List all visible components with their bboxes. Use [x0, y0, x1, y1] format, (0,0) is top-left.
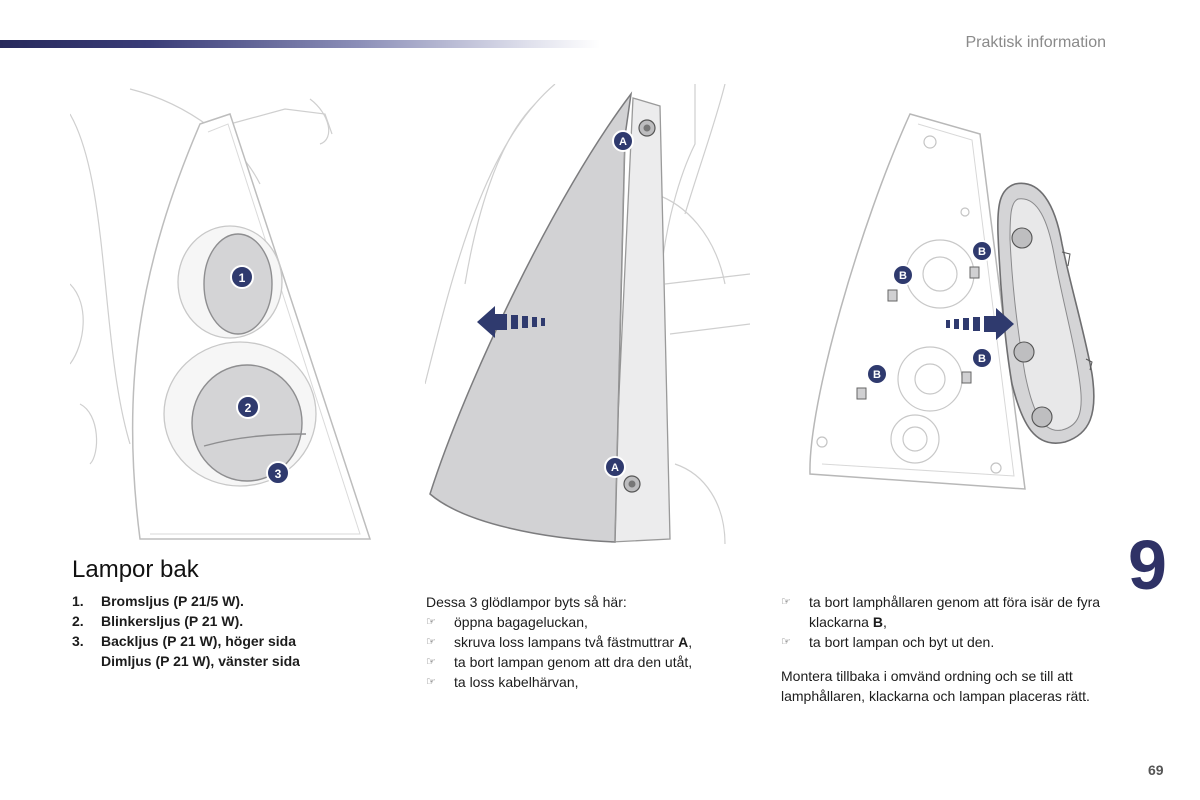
pointing-hand-icon: ☞: [426, 656, 436, 668]
step-text-end: ,: [688, 634, 693, 650]
step-list: ☞ öppna bagageluckan, ☞ skruva loss lamp…: [426, 612, 746, 692]
step-item: ☞ ta loss kabelhärvan,: [426, 672, 746, 692]
callout-badge: A: [604, 456, 626, 478]
step-item: ☞ ta bort lampan och byt ut den.: [781, 632, 1111, 652]
callout-badge: B: [971, 240, 993, 262]
callout-badge: 3: [266, 461, 290, 485]
step-item: ☞ skruva loss lampans två fästmuttrar A,: [426, 632, 746, 652]
step-text: ta bort lamphållaren genom att föra isär…: [809, 594, 1101, 630]
callout-badge: B: [866, 363, 888, 385]
lamp-removal-illustration: A A: [425, 84, 750, 544]
bulb-text: Blinkersljus (P 21 W).: [101, 613, 244, 629]
header-accent-bar: [0, 40, 600, 48]
bulb-text: Bromsljus (P 21/5 W).: [101, 593, 244, 609]
callout-label: B: [978, 246, 986, 258]
bulb-text: Dimljus (P 21 W), vänster sida: [101, 653, 300, 669]
bulb-text: Backljus (P 21 W), höger sida: [101, 633, 297, 649]
callout-label: A: [619, 136, 627, 148]
intro-text: Dessa 3 glödlampor byts så här:: [426, 594, 627, 610]
pointing-hand-icon: ☞: [426, 616, 436, 628]
callout-badge: B: [971, 347, 993, 369]
callout-label: A: [611, 462, 619, 474]
movement-arrow-right: [946, 308, 1014, 340]
bulb-number: 3.: [72, 633, 84, 649]
step-emphasis: A: [678, 634, 689, 650]
step-item: ☞ ta bort lampan genom att dra den utåt,: [426, 652, 746, 672]
step-text: öppna bagageluckan,: [454, 614, 588, 630]
callout-badge: 1: [230, 265, 254, 289]
callout-badge: 2: [236, 395, 260, 419]
lamp-holder-illustration: B B B B: [809, 113, 1095, 490]
pointing-hand-icon: ☞: [781, 636, 791, 648]
callout-label: 1: [239, 271, 246, 285]
instructions-column-1: Dessa 3 glödlampor byts så här: ☞ öppna …: [426, 592, 746, 692]
bulb-number: 1.: [72, 593, 84, 609]
callout-label: B: [978, 353, 986, 365]
callout-label: 2: [245, 401, 252, 415]
step-text: ta bort lampan genom att dra den utåt,: [454, 654, 693, 670]
step-text-end: ,: [882, 614, 887, 630]
step-list: ☞ ta bort lamphållaren genom att föra is…: [781, 592, 1111, 652]
section-title: Praktisk information: [965, 34, 1107, 51]
callout-label: B: [899, 270, 907, 282]
bulb-list-item: 2. Blinkersljus (P 21 W).: [72, 611, 392, 631]
pointing-hand-icon: ☞: [426, 636, 436, 648]
step-text: ta bort lampan och byt ut den.: [809, 634, 995, 650]
callout-label: B: [873, 369, 881, 381]
bulb-list: 1. Bromsljus (P 21/5 W). 2. Blinkersljus (…: [72, 591, 392, 671]
section-heading: Lampor bak: [72, 556, 199, 583]
step-item: ☞ ta bort lamphållaren genom att föra is…: [781, 592, 1111, 632]
rear-lamp-front-illustration: 1 2 3: [70, 88, 372, 540]
closing-paragraph: Montera tillbaka i omvänd ordning och se…: [781, 668, 1090, 704]
callout-label: 3: [275, 467, 282, 481]
instructions-column-2: ☞ ta bort lamphållaren genom att föra is…: [781, 592, 1111, 706]
step-emphasis: B: [872, 614, 883, 630]
pointing-hand-icon: ☞: [426, 676, 436, 688]
bulb-number: 2.: [72, 613, 84, 629]
step-text: skruva loss lampans två fästmuttrar: [454, 634, 679, 650]
bulb-list-item: Dimljus (P 21 W), vänster sida: [72, 651, 392, 671]
bulb-list-item: 1. Bromsljus (P 21/5 W).: [72, 591, 392, 611]
step-text: ta loss kabelhärvan,: [454, 674, 579, 690]
step-item: ☞ öppna bagageluckan,: [426, 612, 746, 632]
pointing-hand-icon: ☞: [781, 596, 791, 608]
callout-badge: B: [892, 264, 914, 286]
movement-arrow-left: [477, 306, 545, 338]
chapter-number: 9: [1128, 526, 1167, 604]
callout-badge: A: [612, 130, 634, 152]
bulb-list-item: 3. Backljus (P 21 W), höger sida: [72, 631, 392, 651]
bulb-number: [72, 651, 101, 671]
page-number: 69: [1148, 762, 1164, 778]
